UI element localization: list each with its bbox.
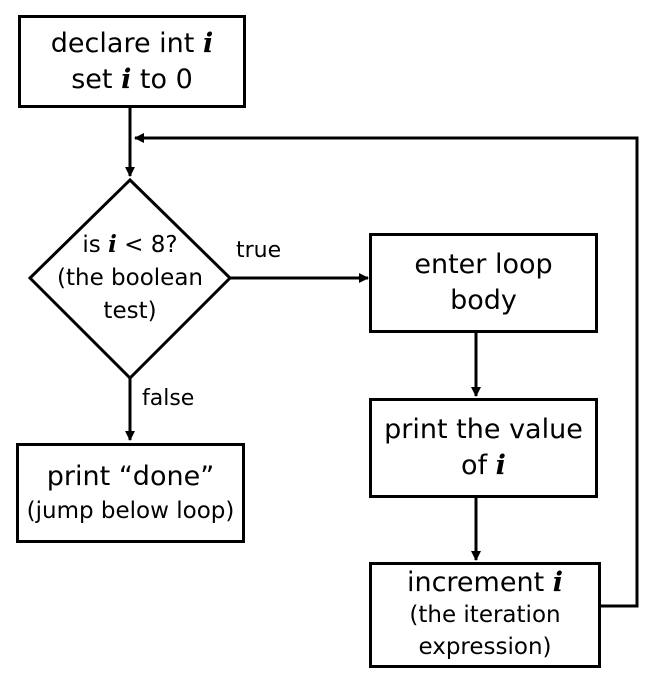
- enter-line-1: enter loop: [414, 249, 553, 280]
- variable-i: i: [495, 450, 506, 481]
- variable-i: i: [552, 567, 564, 598]
- decision-line-3: test): [103, 298, 157, 324]
- print-value-box: print the value of i: [369, 398, 598, 498]
- done-line-1: print “done”: [46, 461, 215, 492]
- increment-line-2: (the iteration: [409, 602, 561, 628]
- increment-box: increment i (the iteration expression): [369, 562, 601, 668]
- decision-text: is i < 8? (the boolean test): [30, 228, 230, 328]
- done-box: print “done” (jump below loop): [16, 443, 245, 543]
- enter-loop-box: enter loop body: [369, 233, 598, 333]
- print-line-2: of i: [461, 450, 506, 481]
- variable-i: i: [121, 63, 132, 95]
- arrow-loop-back: [134, 133, 639, 608]
- done-line-2: (jump below loop): [26, 498, 235, 524]
- enter-line-2: body: [450, 285, 517, 316]
- decision-diamond: [27, 177, 233, 381]
- increment-line-3: expression): [418, 634, 552, 660]
- true-label: true: [236, 238, 282, 263]
- start-box: declare int i set i to 0: [18, 15, 246, 108]
- decision-line-2: (the boolean: [57, 265, 203, 291]
- start-line-1: declare int i: [50, 27, 214, 59]
- decision-line-1: is i < 8?: [82, 231, 178, 258]
- false-label: false: [142, 386, 195, 411]
- print-line-1: print the value: [384, 414, 583, 445]
- increment-line-1: increment i: [406, 567, 564, 598]
- variable-i: i: [108, 231, 117, 258]
- variable-i: i: [202, 27, 214, 59]
- start-line-2: set i to 0: [71, 63, 193, 95]
